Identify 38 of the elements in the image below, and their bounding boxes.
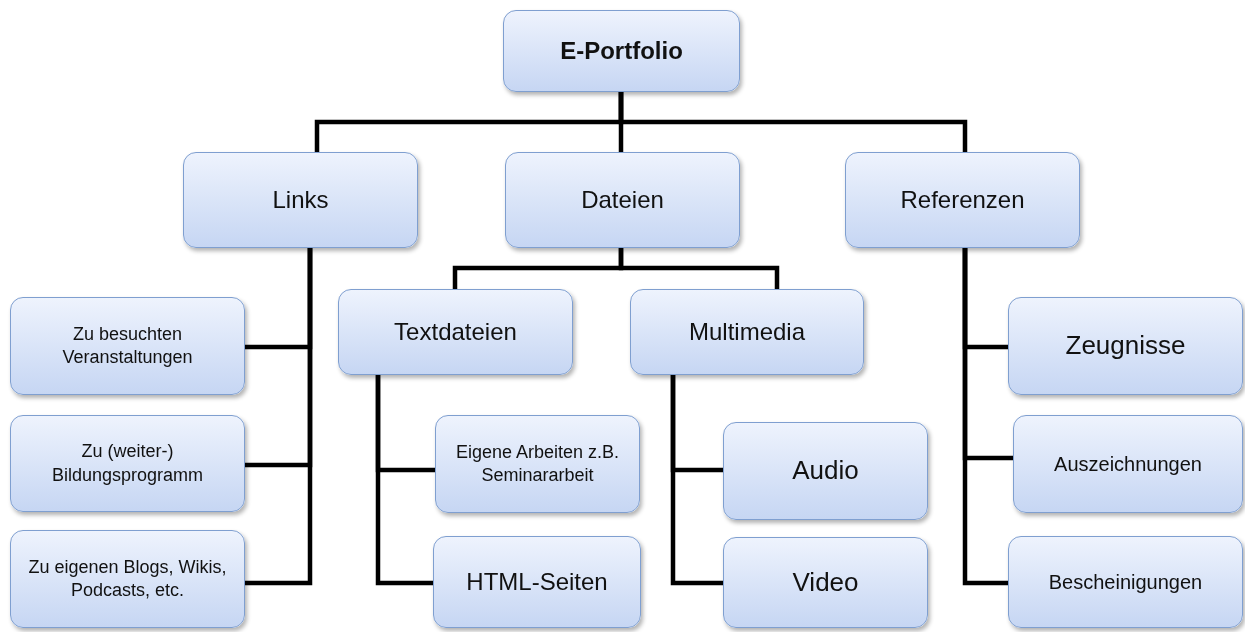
topic-box bbox=[505, 152, 740, 248]
topic-label: Video bbox=[792, 565, 859, 599]
topic-box bbox=[723, 422, 928, 520]
topic-box bbox=[433, 536, 641, 628]
topic-label: Zu eigenen Blogs, Wikis, Podcasts, etc. bbox=[27, 555, 228, 602]
topic-label: HTML-Seiten bbox=[466, 567, 608, 598]
topic-box bbox=[10, 297, 245, 395]
topic-label: Zeugnisse bbox=[1065, 329, 1186, 363]
topic-box bbox=[630, 289, 864, 375]
topic-label: Eigene Arbeiten z.B. Seminararbeit bbox=[454, 440, 621, 487]
topic-box bbox=[10, 415, 245, 512]
topic-box bbox=[338, 289, 573, 375]
topic-label: Audio bbox=[792, 454, 859, 488]
topic-label: Referenzen bbox=[900, 185, 1025, 216]
topic-box bbox=[503, 10, 740, 92]
connector-line bbox=[375, 375, 433, 586]
topic-box bbox=[1008, 297, 1243, 395]
connector-line bbox=[962, 248, 1008, 586]
connector-line bbox=[618, 248, 780, 289]
topic-box bbox=[183, 152, 418, 248]
connector-line bbox=[670, 375, 723, 586]
connector-line bbox=[245, 248, 313, 586]
topic-box bbox=[1013, 415, 1243, 513]
topic-label: Bescheinigungen bbox=[1048, 570, 1203, 595]
topic-label: Zu besuchten Veranstaltungen bbox=[61, 322, 194, 369]
topic-box bbox=[435, 415, 640, 513]
topic-label: Multimedia bbox=[688, 317, 805, 348]
topic-label: Textdateien bbox=[394, 317, 517, 348]
topic-label: Zu (weiter-) Bildungsprogramm bbox=[50, 440, 205, 487]
topic-label: Dateien bbox=[581, 185, 664, 216]
topic-label: Links bbox=[272, 185, 329, 216]
topic-box bbox=[10, 530, 245, 628]
topic-label: Auszeichnungen bbox=[1054, 452, 1202, 477]
topic-box bbox=[723, 537, 928, 628]
connector-line bbox=[618, 92, 968, 152]
topic-box bbox=[1008, 536, 1243, 628]
topic-label: E-Portfolio bbox=[560, 36, 683, 67]
topic-box bbox=[845, 152, 1080, 248]
